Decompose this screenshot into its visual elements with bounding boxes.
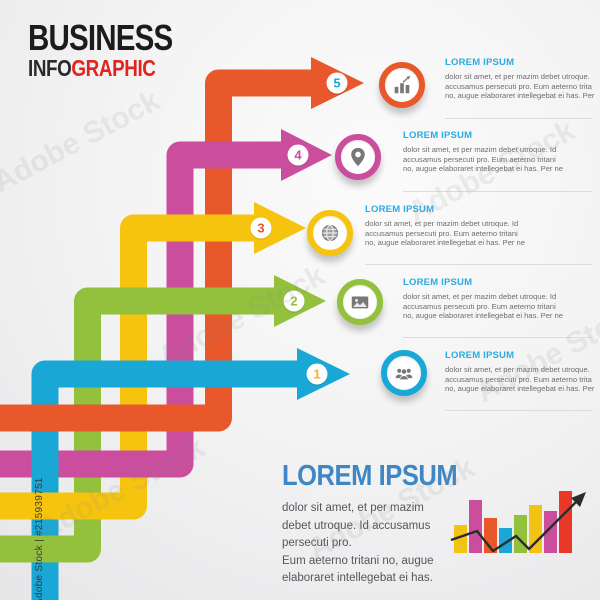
body-line: dolor sit amet, et per mazim debet utroq… [445, 365, 590, 374]
step-text-block: LOREM IPSUM dolor sit amet, et per mazim… [365, 204, 525, 248]
body-line: accusamus persecuti pro. Eum aeterno tri… [365, 228, 518, 238]
step-icon-circle [307, 210, 353, 256]
chart-bar [499, 528, 512, 553]
trend-arrow-graphic [450, 492, 586, 553]
title-graphic: GRAPHIC [71, 55, 156, 81]
title-line1: BUSINESS [28, 17, 173, 58]
users-icon [395, 368, 413, 381]
body-line: dolor sit amet, et per mazim debet utroq… [365, 219, 519, 228]
chart-bar [544, 511, 557, 553]
step-heading: LOREM IPSUM [403, 130, 473, 141]
summary-heading: LOREM IPSUM [282, 460, 458, 492]
step-icon-circle [381, 350, 427, 396]
step-body: dolor sit amet, et per mazim debet utroq… [445, 72, 594, 101]
mini-bar-chart [446, 483, 596, 568]
summary-body: dolor sit amet, et per mazim debet utroq… [282, 500, 481, 588]
body-line: dolor sit amet, et per mazim debet utroq… [403, 145, 557, 154]
step-icon-circle [337, 279, 383, 325]
body-line: no, augue elaboraret intellegebat ei has… [445, 384, 595, 394]
chart-bar [529, 505, 542, 553]
step-number-badge: 2 [283, 290, 305, 312]
step-number-badge: 1 [306, 363, 328, 385]
step-number-badge: 4 [287, 144, 309, 166]
body-line: no, augue elaboraret intellegebat ei has… [445, 91, 595, 101]
step-body: dolor sit amet, et per mazim debet utroq… [445, 365, 594, 394]
step-heading: LOREM IPSUM [445, 57, 515, 68]
page-title: BUSINESS INFOGRAPHIC [28, 20, 204, 80]
step-text-block: LOREM IPSUM dolor sit amet, et per mazim… [445, 57, 594, 101]
row-divider [403, 191, 592, 192]
body-line: no, augue elaboraret intellegebat ei has… [403, 164, 564, 174]
step-number-badge: 5 [326, 72, 348, 94]
body-line: no, augue elaboraret intellegebat ei has… [403, 311, 564, 321]
body-line: accusamus persecuti pro. Eum aeterno tri… [403, 301, 556, 311]
trend-line [450, 496, 582, 553]
arrowhead-3 [254, 202, 306, 254]
title-info: INFO [28, 55, 72, 81]
body-line: accusamus persecuti pro. Eum aeterno tri… [445, 374, 592, 384]
map-pin-icon [351, 147, 365, 167]
step-text-block: LOREM IPSUM dolor sit amet, et per mazim… [403, 277, 563, 321]
arrow-path-1 [31, 360, 300, 600]
body-line: dolor sit amet, et per mazim [282, 502, 424, 514]
summary-block: LOREM IPSUM dolor sit amet, et per mazim… [282, 462, 481, 588]
step-number-badge: 3 [250, 217, 272, 239]
row-divider [445, 410, 592, 411]
step-text-block: LOREM IPSUM dolor sit amet, et per mazim… [403, 130, 563, 174]
step-heading: LOREM IPSUM [403, 277, 473, 288]
row-divider [445, 118, 592, 119]
photo-icon [351, 296, 369, 309]
step-body: dolor sit amet, et per mazim debet utroq… [403, 292, 563, 321]
body-line: Eum aeterno tritani no, augue [282, 554, 434, 567]
body-line: dolor sit amet, et per mazim debet utroq… [403, 292, 557, 301]
body-line: elaboraret intellegebat ei has. [282, 572, 433, 584]
body-line: accusamus persecuti pro. Eum aeterno tri… [403, 154, 556, 164]
step-heading: LOREM IPSUM [365, 204, 435, 215]
body-line: persecuti pro. [282, 537, 352, 549]
step-heading: LOREM IPSUM [445, 350, 515, 361]
chart-bar [469, 500, 482, 553]
row-divider [403, 337, 592, 338]
body-line: dolor sit amet, et per mazim debet utroq… [445, 72, 590, 81]
step-icon-circle [379, 62, 425, 108]
row-divider [365, 264, 592, 265]
bar-chart-icon [394, 75, 411, 94]
step-icon-circle [335, 134, 381, 180]
chart-bar [559, 491, 572, 553]
chart-bar [454, 525, 467, 553]
step-body: dolor sit amet, et per mazim debet utroq… [365, 219, 525, 248]
body-line: accusamus persecuti pro. Eum aeterno tri… [445, 81, 592, 91]
body-line: debet utroque. Id accusamus [282, 519, 431, 532]
step-body: dolor sit amet, et per mazim debet utroq… [403, 145, 563, 174]
globe-icon [321, 224, 339, 242]
title-line2: INFOGRAPHIC [28, 57, 172, 80]
body-line: no, augue elaboraret intellegebat ei has… [365, 238, 526, 248]
step-text-block: LOREM IPSUM dolor sit amet, et per mazim… [445, 350, 594, 394]
trend-arrowhead [571, 492, 586, 507]
